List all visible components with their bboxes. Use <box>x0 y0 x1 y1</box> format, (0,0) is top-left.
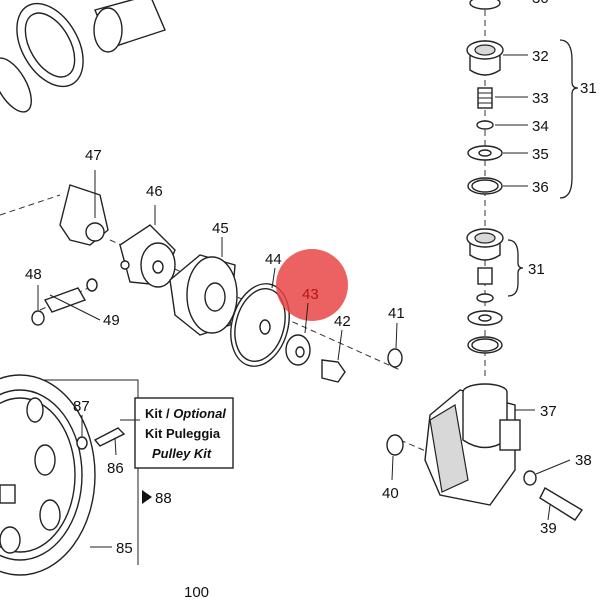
label-44: 44 <box>265 251 282 268</box>
part-47-lever <box>59 170 109 246</box>
label-36: 36 <box>532 179 549 196</box>
valve-stack-upper <box>466 0 579 199</box>
label-47: 47 <box>85 147 102 164</box>
part-46-bushing <box>119 205 176 288</box>
label-31-lower: 31 <box>528 261 545 278</box>
part-38-39-bolt <box>523 459 584 521</box>
label-85: 85 <box>116 540 133 557</box>
highlight-marker <box>276 249 348 321</box>
kit-label-line1: Kit / Optional <box>145 406 226 421</box>
part-43-washer <box>285 302 311 366</box>
part-41-oring <box>387 322 403 368</box>
label-42: 42 <box>334 313 351 330</box>
label-49: 49 <box>103 312 120 329</box>
label-41: 41 <box>388 305 405 322</box>
label-38: 38 <box>575 452 592 469</box>
label-43: 43 <box>302 286 319 303</box>
label-31-upper: 31 <box>580 80 597 97</box>
kit-label-line3: Pulley Kit <box>152 446 212 461</box>
valve-stack-lower <box>466 228 524 354</box>
pulley-kit-frame <box>0 379 234 565</box>
label-46: 46 <box>146 183 163 200</box>
label-88: 88 <box>155 490 172 507</box>
part-48-49-pin <box>31 278 101 326</box>
part-37-valve-body <box>424 383 535 506</box>
label-37: 37 <box>540 403 557 420</box>
arrow-88-icon <box>142 490 152 504</box>
label-34: 34 <box>532 118 549 135</box>
label-100: 100 <box>184 584 209 600</box>
label-40: 40 <box>382 485 399 502</box>
label-86: 86 <box>107 460 124 477</box>
top-left-shaft-assembly <box>0 0 166 113</box>
label-33: 33 <box>532 90 549 107</box>
part-40-oring <box>386 434 404 481</box>
part-85-pulley <box>0 374 112 576</box>
label-39: 39 <box>540 520 557 537</box>
part-86-87-bolt <box>76 415 126 456</box>
label-35: 35 <box>532 146 549 163</box>
label-87: 87 <box>73 398 90 415</box>
part-45-pulley-hub <box>169 237 238 336</box>
label-32: 32 <box>532 48 549 65</box>
kit-label-line2: Kit Puleggia <box>145 426 221 441</box>
label-30: 30 <box>532 0 549 7</box>
label-45: 45 <box>212 220 229 237</box>
label-48: 48 <box>25 266 42 283</box>
part-44-disc <box>230 267 290 367</box>
part-42-screw <box>321 329 346 383</box>
